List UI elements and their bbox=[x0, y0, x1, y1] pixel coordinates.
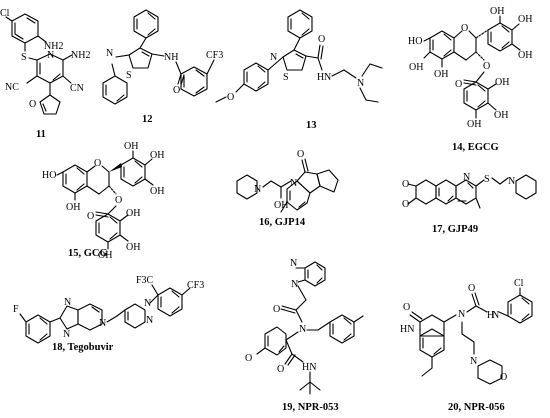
atom-hn-20: HN bbox=[400, 324, 414, 335]
atom-oh-15c: OH bbox=[150, 150, 164, 161]
atom-o-ester-15: O bbox=[115, 195, 122, 206]
atom-hn-13: H bbox=[317, 72, 324, 83]
atom-o-19b: O bbox=[245, 353, 252, 364]
label-18: 18, Tegobuvir bbox=[52, 342, 114, 353]
atom-o-19a: O bbox=[273, 304, 280, 315]
atom-f3c-18: F3C bbox=[136, 275, 154, 286]
atom-n-btz-19a: N bbox=[290, 258, 297, 269]
atom-oh-15d: OH bbox=[150, 186, 164, 197]
atom-o-ring-15: O bbox=[94, 158, 101, 169]
atom-n-quin-17: N bbox=[463, 172, 470, 183]
atom-oh-15g: OH bbox=[98, 250, 112, 261]
atom-s-13: S bbox=[283, 72, 289, 83]
atom-n-pip-17: N bbox=[508, 176, 515, 187]
atom-o-furan: O bbox=[29, 99, 36, 110]
atom-oh-15f: OH bbox=[126, 242, 140, 253]
atom-cn: CN bbox=[70, 83, 84, 94]
atom-oh-15e: OH bbox=[126, 208, 140, 219]
atom-o-amide-13: O bbox=[318, 34, 325, 45]
atom-o-morph-20: O bbox=[500, 372, 507, 383]
atom-oh-15a: OH bbox=[66, 202, 80, 213]
atom-o-13: O bbox=[227, 92, 234, 103]
atom-o-ester-14: O bbox=[483, 61, 490, 72]
structure-11: Cl NH2 S N NH2 NC CN O 11 bbox=[0, 8, 90, 140]
atom-nh2: NH2 bbox=[44, 41, 63, 52]
atom-cf3-18: CF3 bbox=[187, 280, 204, 291]
atom-n-morph-20: N bbox=[470, 356, 477, 367]
atom-oh-14d: OH bbox=[518, 14, 532, 25]
structure-18: F N N N N N F3C CF3 18, Tegobuvir bbox=[13, 275, 204, 353]
atom-cl-20: Cl bbox=[514, 278, 524, 289]
structure-12: S N NH O CF3 12 bbox=[102, 9, 223, 125]
atom-ho-15a: HO bbox=[42, 170, 56, 181]
atom-oh-15b: OH bbox=[124, 141, 138, 152]
label-15: 15, GCG bbox=[68, 248, 108, 259]
label-19: 19, NPR-053 bbox=[282, 402, 339, 413]
structure-19: N N O N O O HN 19, NPR bbox=[245, 258, 364, 413]
label-13: 13 bbox=[306, 120, 317, 131]
atom-oh-14c: OH bbox=[490, 6, 504, 17]
structure-17: O O N S N 17, GJP49 bbox=[402, 172, 537, 235]
atom-oh-14f: OH bbox=[495, 77, 509, 88]
atom-n-pdz-18a: N bbox=[144, 298, 151, 309]
structure-13: S N O O H N N 13 bbox=[215, 9, 383, 131]
atom-o-ring-14: O bbox=[461, 23, 468, 34]
label-20: 20, NPR-056 bbox=[448, 402, 505, 413]
atom-n-imid-18a: N bbox=[64, 297, 71, 308]
atom-n-19: N bbox=[299, 324, 306, 335]
atom-o-12: O bbox=[173, 85, 180, 96]
label-11: 11 bbox=[36, 129, 46, 140]
structure-20: HN O N O H N Cl N O 20, NPR-056 bbox=[400, 278, 533, 413]
atom-n-12: N bbox=[106, 48, 113, 59]
atom-o-carbonyl-14: O bbox=[455, 79, 462, 90]
atom-ho-14a: HO bbox=[408, 36, 422, 47]
atom-n-pdz-18b: N bbox=[146, 315, 153, 326]
atom-hn-19: HN bbox=[302, 362, 316, 373]
atom-s-12: S bbox=[126, 70, 132, 81]
atom-oh-14e: OH bbox=[518, 50, 532, 61]
atom-n-pyr-18: N bbox=[99, 318, 106, 329]
atom-o-17a: O bbox=[402, 179, 409, 190]
atom-n-13: N bbox=[270, 52, 277, 63]
atom-s: S bbox=[21, 52, 27, 63]
structure-15: HO OH O OH OH OH O O OH OH bbox=[42, 141, 164, 261]
atom-oh-14b: OH bbox=[434, 69, 448, 80]
atom-n-urea-20: N bbox=[458, 309, 465, 320]
atom-oh-14h: OH bbox=[467, 119, 481, 130]
label-12: 12 bbox=[142, 114, 153, 125]
atom-oh-14a: OH bbox=[409, 62, 423, 73]
atom-cl: Cl bbox=[0, 8, 10, 19]
atom-o-16: O bbox=[297, 149, 304, 160]
atom-n-btz-19b: N bbox=[291, 279, 298, 290]
structure-16: N OH N O 16, GJP14 bbox=[236, 149, 339, 228]
atom-o-carbonyl-15: O bbox=[87, 211, 94, 222]
atom-oh-16: OH bbox=[274, 200, 288, 211]
atom-n-pip-16: N bbox=[254, 184, 261, 195]
label-14: 14, EGCG bbox=[452, 142, 499, 153]
atom-f-18: F bbox=[13, 304, 19, 315]
atom-o-17b: O bbox=[402, 199, 409, 210]
atom-oh-14g: OH bbox=[494, 110, 508, 121]
atom-n: N bbox=[47, 50, 54, 61]
atom-n-imid-18b: N bbox=[63, 329, 70, 340]
atom-o-20b: O bbox=[468, 283, 475, 294]
atom-nh-13: N bbox=[324, 72, 331, 83]
atom-nh-20: H bbox=[487, 310, 494, 321]
atom-cf3-12: CF3 bbox=[206, 50, 223, 61]
atom-o-19c: O bbox=[277, 364, 284, 375]
structure-14: HO OH OH O OH OH OH O O bbox=[408, 6, 532, 153]
atom-o-20a: O bbox=[403, 302, 410, 313]
atom-s-17: S bbox=[484, 174, 490, 185]
atom-nh-12: NH bbox=[164, 52, 178, 63]
label-16: 16, GJP14 bbox=[259, 217, 306, 228]
label-17: 17, GJP49 bbox=[432, 224, 478, 235]
atom-nc: NC bbox=[5, 82, 19, 93]
atom-n-amine-13: N bbox=[357, 78, 364, 89]
atom-n-20: N bbox=[492, 310, 499, 321]
atom-nh2-pyr: NH2 bbox=[71, 50, 90, 61]
